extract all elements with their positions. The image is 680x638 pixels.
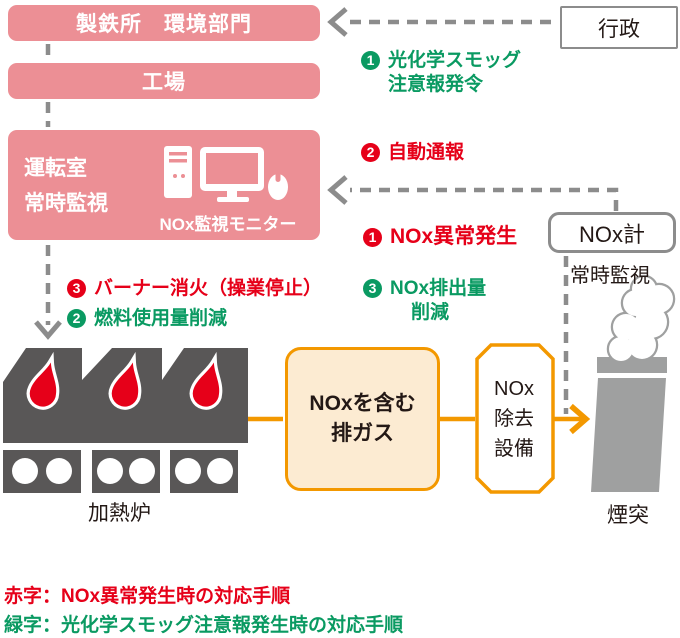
furnace-label: 加熱炉 <box>88 502 151 525</box>
nox-meter-box: NOx計 <box>548 212 676 253</box>
smoke-icon <box>609 277 673 361</box>
number-badge: 2 <box>361 143 380 162</box>
note-nox-reduction: 3 NOx排出量削減 <box>363 277 486 325</box>
env-dept-box: 製鉄所 環境部門 <box>8 5 320 41</box>
note-smog-alert: 1 光化学スモッグ注意報発令 <box>361 49 521 97</box>
note-nox-abnormal: 1 NOx異常発生 <box>363 225 517 249</box>
number-badge: 1 <box>363 228 382 247</box>
arrow-controlroom-to-furnace <box>34 245 62 340</box>
flame-icon <box>108 351 142 410</box>
chimney-label: 煙突 <box>607 504 649 527</box>
control-room-subtitle: 常時監視 <box>24 192 108 215</box>
legend-red-procedure: 赤字：NOx異常発生時の対応手順 <box>4 586 291 607</box>
note-auto-report: 2 自動通報 <box>361 141 464 165</box>
arrow-government-to-envdept <box>327 7 558 37</box>
note-burner-off: 3 バーナー消火（操業停止） <box>67 277 322 301</box>
nox-removal-box <box>475 343 555 494</box>
computer-monitor-icon <box>164 146 288 202</box>
flame-icon <box>189 351 223 410</box>
arrow-removal-to-chimney <box>553 403 591 435</box>
monitor-screen-icon <box>206 153 258 184</box>
exhaust-gas-line2: 排ガス <box>331 422 394 445</box>
flame-icon <box>26 351 60 410</box>
number-badge: 1 <box>361 51 380 70</box>
burner-ports-icon <box>12 458 233 484</box>
nox-meter-label: NOx計 <box>578 221 645 247</box>
nox-meter-caption: 常時監視 <box>570 265 650 287</box>
exhaust-gas-box: NOxを含む 排ガス <box>285 347 440 491</box>
note-fuel-cut: 2 燃料使用量削減 <box>67 307 227 331</box>
exhaust-gas-line1: NOxを含む <box>309 392 416 415</box>
env-dept-label: 製鉄所 環境部門 <box>76 13 252 36</box>
furnace-icon <box>3 348 248 493</box>
nox-removal-label: NOx 除去 設備 <box>494 377 534 460</box>
legend-green-procedure: 緑字：光化学スモッグ注意報発生時の対応手順 <box>4 615 404 636</box>
control-room-title: 運転室 <box>24 157 87 180</box>
number-badge: 2 <box>67 309 86 328</box>
factory-box: 工場 <box>8 63 320 99</box>
mouse-wheel-icon <box>275 172 281 182</box>
factory-label: 工場 <box>142 71 186 94</box>
number-badge: 3 <box>67 279 86 298</box>
government-box: 行政 <box>560 6 678 49</box>
chimney-icon <box>591 357 667 492</box>
number-badge: 3 <box>363 279 382 298</box>
mouse-icon <box>268 174 288 200</box>
monitor-label: NOx監視モニター <box>159 215 297 234</box>
control-room-box: 運転室 常時監視 NOx監視モニター <box>8 130 320 240</box>
government-label: 行政 <box>598 17 640 41</box>
arrow-meter-to-controlroom <box>327 175 619 211</box>
